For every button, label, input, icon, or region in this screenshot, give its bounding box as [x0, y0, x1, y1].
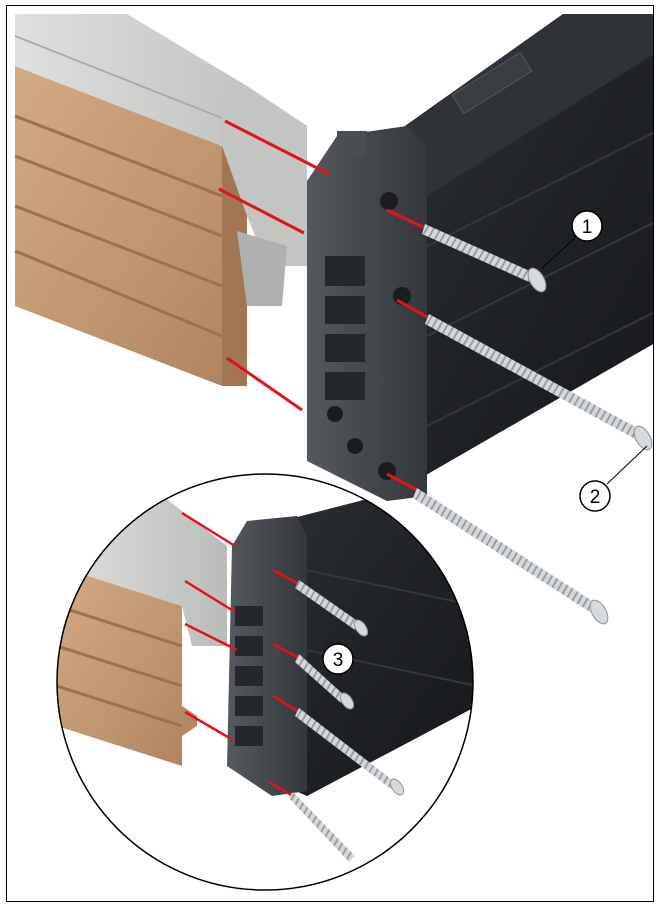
callout-3: 3	[322, 643, 354, 675]
callout-3-label: 3	[333, 650, 344, 671]
aluminium-cap	[14, 14, 307, 306]
callout-1: 1	[541, 210, 603, 269]
connector-block	[307, 126, 427, 501]
wood-profile	[14, 66, 247, 386]
detail-magnifier-circle: 3	[56, 473, 474, 891]
screw-icon	[425, 314, 653, 451]
callout-2: 2	[579, 445, 648, 512]
callout-1-label: 1	[582, 217, 593, 238]
guide-lines	[218, 119, 430, 492]
assembly-diagram: 1 2	[14, 14, 653, 891]
main-view: 1 2	[14, 14, 653, 625]
screw-icon	[413, 488, 609, 625]
diagram-frame: 1 2	[6, 5, 654, 902]
screw-icon	[422, 224, 547, 293]
callout-2-label: 2	[590, 487, 601, 508]
